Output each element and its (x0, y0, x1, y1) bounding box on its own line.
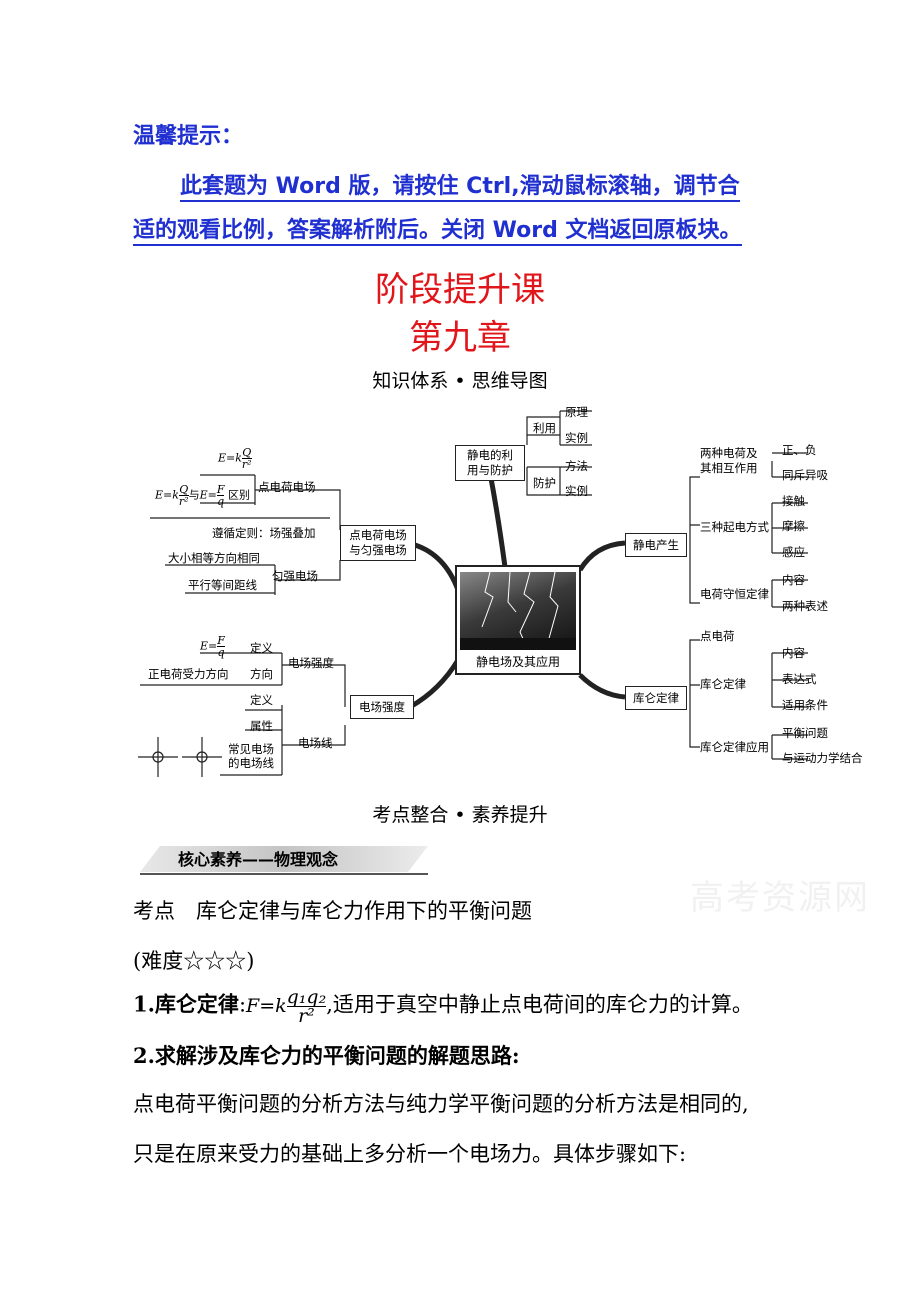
difficulty-line: (难度☆☆☆) (133, 949, 255, 973)
banner-label: 核心素养——物理观念 (178, 850, 339, 869)
label-coulomb: 库仑定律 (700, 677, 746, 691)
banner-bg (140, 846, 428, 875)
label-example-1: 实例 (565, 431, 588, 445)
label-uniform-a: 大小相等方向相同 (168, 551, 260, 565)
label-attribute: 属性 (250, 719, 273, 733)
node-point-uniform-field: 点电荷电场 与匀强电场 (340, 525, 416, 561)
label-conditions: 适用条件 (782, 698, 828, 712)
label-direction: 方向 (250, 667, 273, 681)
node-coulomb-law: 库仑定律 (625, 686, 687, 710)
label-field-lines: 电场线 (298, 736, 333, 750)
mind-map-connectors (138, 410, 808, 777)
node-electrostatic-use: 静电的利 用与防护 (455, 445, 525, 481)
notice-line-1: 此套题为 Word 版，请按住 Ctrl,滑动鼠标滚轴，调节合 (180, 168, 740, 202)
item-1-text: ,适用于真空中静止点电荷间的库仑力的计算。 (326, 992, 753, 1017)
paragraph-2: 只是在原来受力的基础上多分析一个电场力。具体步骤如下: (133, 1142, 687, 1166)
label-use: 利用 (533, 421, 556, 435)
paragraph-1: 点电荷平衡问题的分析方法与纯力学平衡问题的分析方法是相同的, (133, 1092, 749, 1116)
item-2: 2.求解涉及库仑力的平衡问题的解题思路: (133, 1043, 520, 1068)
label-method: 方法 (565, 459, 588, 473)
center-label: 静电场及其应用 (475, 654, 560, 669)
label-point-charge: 点电荷 (700, 629, 735, 643)
label-strength: 电场强度 (288, 656, 334, 670)
topic-line: 考点 库仑定律与库仑力作用下的平衡问题 (133, 899, 532, 923)
page-title: 阶段提升课 (375, 270, 545, 310)
item-1-label: 1.库仑定律 (133, 991, 239, 1017)
label-contact: 接触 (782, 494, 805, 508)
label-balance: 平衡问题 (782, 726, 828, 740)
label-expression: 表达式 (782, 672, 817, 686)
label-coulomb-apply: 库仑定律应用 (700, 740, 769, 754)
label-three-methods: 三种起电方式 (700, 520, 769, 534)
label-uniform-b: 平行等间距线 (188, 578, 257, 592)
center-node: 静电场及其应用 (455, 565, 581, 675)
label-principle: 原理 (565, 405, 588, 419)
label-superposition: 遵循定则：场强叠加 (212, 526, 316, 540)
notice-line-2: 适的观看比例，答案解析附后。关闭 Word 文档返回原板块。 (133, 212, 742, 246)
label-def-2: 定义 (250, 693, 273, 707)
label-common-fields: 常见电场 的电场线 (228, 742, 274, 770)
label-induction: 感应 (782, 545, 805, 559)
label-two-charges: 两种电荷及 其相互作用 (700, 446, 758, 475)
label-dynamics: 与运动力学结合 (782, 751, 863, 765)
label-friction: 摩擦 (782, 519, 805, 533)
lightning-image (460, 571, 576, 650)
label-content-2: 内容 (782, 646, 805, 660)
section-mindmap-title: 知识体系 • 思维导图 (372, 370, 548, 392)
node-field-strength: 电场强度 (350, 695, 414, 719)
section-integration-title: 考点整合 • 素养提升 (372, 804, 548, 826)
label-pos-charge-dir: 正电荷受力方向 (148, 667, 229, 681)
node-static-generation: 静电产生 (625, 533, 687, 557)
chapter-title: 第九章 (409, 318, 511, 358)
label-point-field: 点电荷电场 (258, 480, 316, 494)
label-content-1: 内容 (782, 573, 805, 587)
watermark: 高考资源网 (690, 878, 870, 918)
lightning-icon (460, 571, 576, 650)
core-literacy-banner: 核心素养——物理观念 (140, 838, 428, 878)
notice-heading: 温馨提示： (133, 124, 244, 149)
label-protect: 防护 (533, 476, 556, 490)
label-conservation: 电荷守恒定律 (700, 587, 769, 601)
label-uniform-field: 匀强电场 (272, 569, 318, 583)
label-def-1: 定义 (250, 641, 273, 655)
label-pos-neg: 正、负 (782, 443, 817, 457)
label-attract-repel: 同斥异吸 (782, 468, 828, 482)
label-two-expressions: 两种表述 (782, 599, 828, 613)
label-example-2: 实例 (565, 484, 588, 498)
